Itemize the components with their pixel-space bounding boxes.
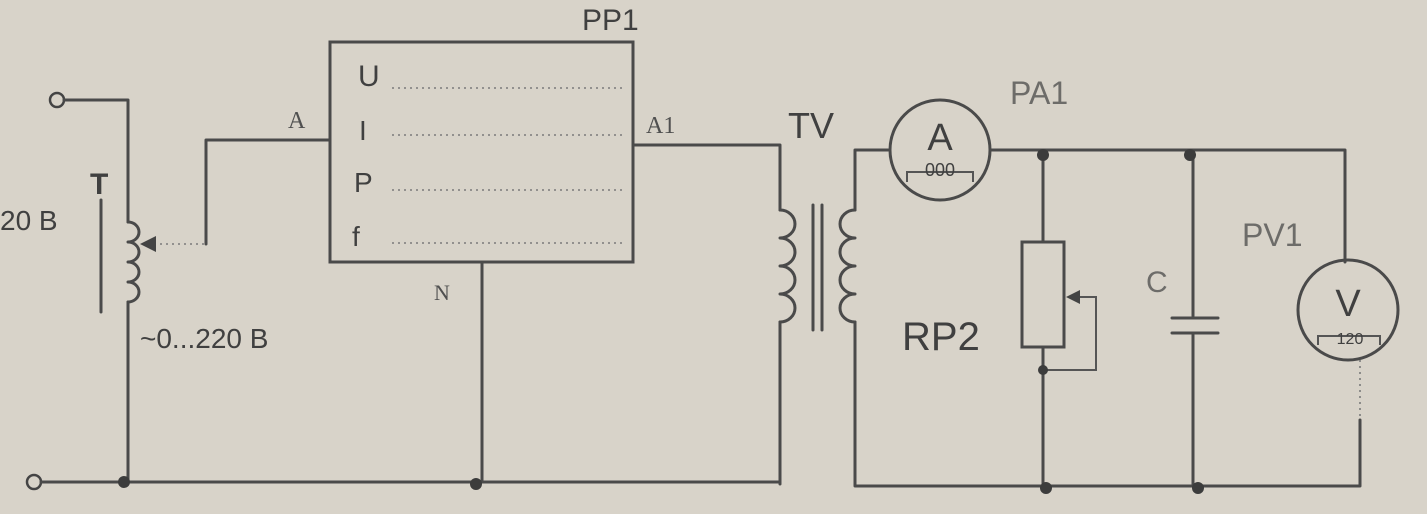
- junction-node: [1037, 149, 1049, 161]
- wire-ammeter-out: [988, 148, 1347, 264]
- voltmeter-scale-label: 120: [1337, 331, 1364, 348]
- param-p-label: P: [354, 167, 373, 198]
- wire-to-meter-a: [204, 138, 332, 246]
- junction-node: [1040, 482, 1052, 494]
- meter-block: [328, 40, 782, 484]
- param-f-label: f: [352, 221, 360, 252]
- rheostat-wiper-lead: [1043, 296, 1097, 371]
- wiper-arrow-icon: [140, 236, 156, 252]
- meter-output-label: A1: [646, 113, 675, 139]
- transformer: [778, 148, 1362, 488]
- autotransformer-winding: [126, 220, 141, 304]
- rheostat-wiper-icon: [1066, 290, 1080, 304]
- rheostat-label: RP2: [902, 315, 980, 359]
- meter-block-label: PP1: [582, 4, 639, 37]
- voltmeter-ref-label: PV1: [1242, 217, 1302, 253]
- param-i-label: I: [359, 115, 367, 146]
- transformer-label: TV: [788, 105, 834, 146]
- capacitor: [1170, 148, 1220, 488]
- autotransformer-label: T: [90, 168, 108, 201]
- input-section: [25, 91, 782, 491]
- input-terminal-bottom: [25, 473, 43, 491]
- junction-node: [470, 478, 482, 490]
- secondary-winding: [838, 208, 857, 324]
- wire-secondary-top: [853, 148, 890, 212]
- junction-node: [1184, 149, 1196, 161]
- ammeter-scale-label: 000: [925, 160, 955, 180]
- voltmeter: [1296, 258, 1400, 420]
- rheostat: [1020, 148, 1097, 488]
- ammeter: [888, 98, 1347, 264]
- voltmeter-symbol: V: [1335, 283, 1361, 325]
- wire-input-top: [62, 98, 130, 224]
- junction-node: [1038, 365, 1048, 375]
- source-voltage-label: 20 В: [0, 205, 58, 236]
- voltmeter-body: [1296, 258, 1400, 362]
- wire-meter-a1: [631, 143, 782, 212]
- capacitor-label: C: [1146, 266, 1168, 299]
- input-terminal-top: [48, 91, 66, 109]
- ammeter-ref-label: PA1: [1010, 75, 1068, 111]
- voltmeter-scale-bracket: [1317, 335, 1381, 345]
- ammeter-symbol: A: [927, 117, 953, 159]
- wire-secondary-bottom: [853, 320, 1362, 488]
- meter-input-label: A: [288, 108, 306, 134]
- neutral-label: N: [434, 280, 450, 305]
- output-range-label: ~0...220 В: [140, 323, 268, 354]
- junction-node: [1192, 482, 1204, 494]
- junction-node: [118, 476, 130, 488]
- param-u-label: U: [358, 60, 380, 93]
- primary-winding: [778, 208, 797, 324]
- ammeter-scale-bracket: [906, 171, 974, 182]
